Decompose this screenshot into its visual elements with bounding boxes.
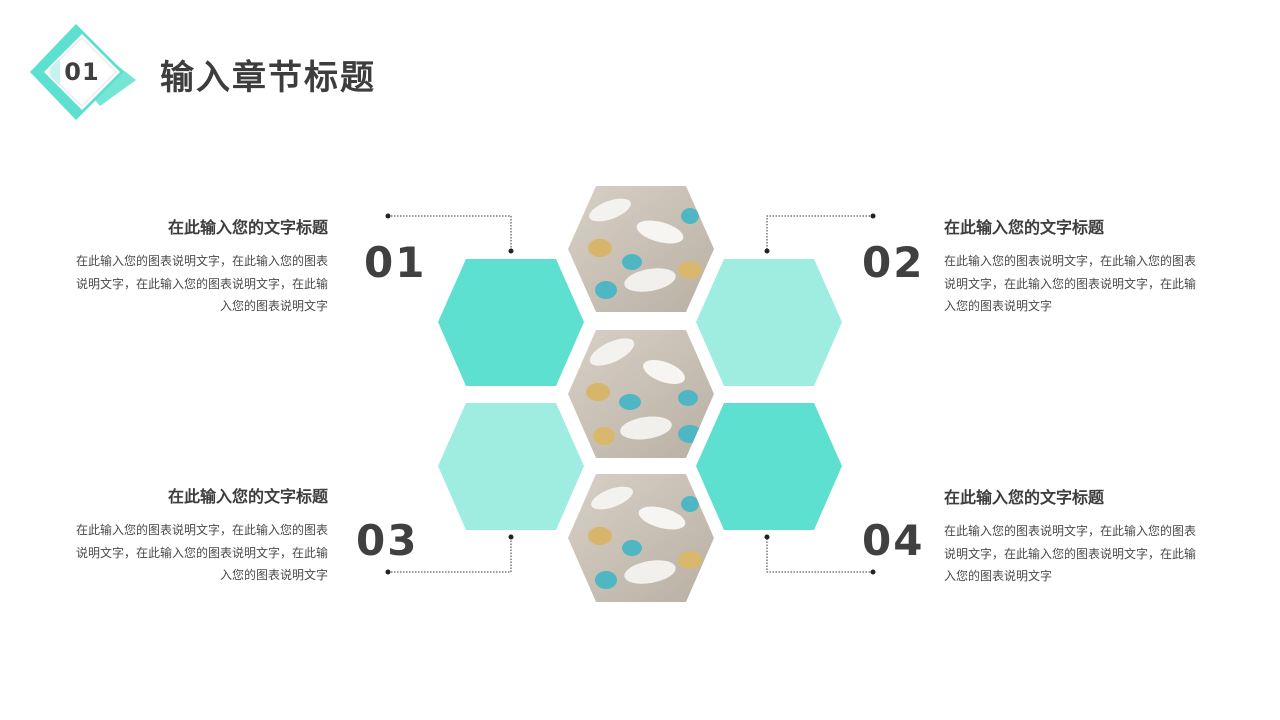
- block-title: 在此输入您的文字标题: [167, 218, 328, 237]
- hexagon-teal-top-left: [438, 259, 584, 386]
- text-block-4: 在此输入您的文字标题 在此输入您的图表说明文字，在此输入您的图表说明文字，在此输…: [944, 484, 1204, 588]
- pill-photo-hexagon-bottom: [568, 474, 714, 602]
- text-block-1: 在此输入您的文字标题 在此输入您的图表说明文字，在此输入您的图表说明文字，在此输…: [68, 214, 328, 318]
- connector-lines: [388, 215, 873, 573]
- block-title: 在此输入您的文字标题: [167, 487, 328, 506]
- item-number-2: 02: [862, 238, 925, 287]
- chapter-badge: 01: [30, 22, 142, 126]
- text-block-2: 在此输入您的文字标题 在此输入您的图表说明文字，在此输入您的图表说明文字，在此输…: [944, 214, 1204, 318]
- hexagon-light-top-right: [696, 259, 842, 386]
- badge-diamond-icon: [30, 24, 136, 120]
- block-description: 在此输入您的图表说明文字，在此输入您的图表说明文字，在此输入您的图表说明文字，在…: [944, 254, 1197, 313]
- block-description: 在此输入您的图表说明文字，在此输入您的图表说明文字，在此输入您的图表说明文字，在…: [75, 523, 328, 582]
- hexagon-light-bottom-left: [438, 403, 584, 530]
- pill-photo-hexagon-top: [568, 186, 714, 312]
- text-block-3: 在此输入您的文字标题 在此输入您的图表说明文字，在此输入您的图表说明文字，在此输…: [68, 483, 328, 587]
- hexagon-teal-bottom-right: [696, 403, 842, 530]
- item-number-4: 04: [862, 516, 925, 565]
- connector-dots: [385, 213, 876, 575]
- block-title: 在此输入您的文字标题: [944, 488, 1105, 507]
- block-description: 在此输入您的图表说明文字，在此输入您的图表说明文字，在此输入您的图表说明文字，在…: [944, 524, 1197, 583]
- block-title: 在此输入您的文字标题: [944, 218, 1105, 237]
- page-title: 输入章节标题: [160, 58, 376, 98]
- block-description: 在此输入您的图表说明文字，在此输入您的图表说明文字，在此输入您的图表说明文字，在…: [75, 254, 328, 313]
- item-number-3: 03: [356, 516, 419, 565]
- pill-photo-hexagon-middle: [568, 330, 714, 458]
- item-number-1: 01: [364, 238, 427, 287]
- badge-number: 01: [64, 58, 100, 86]
